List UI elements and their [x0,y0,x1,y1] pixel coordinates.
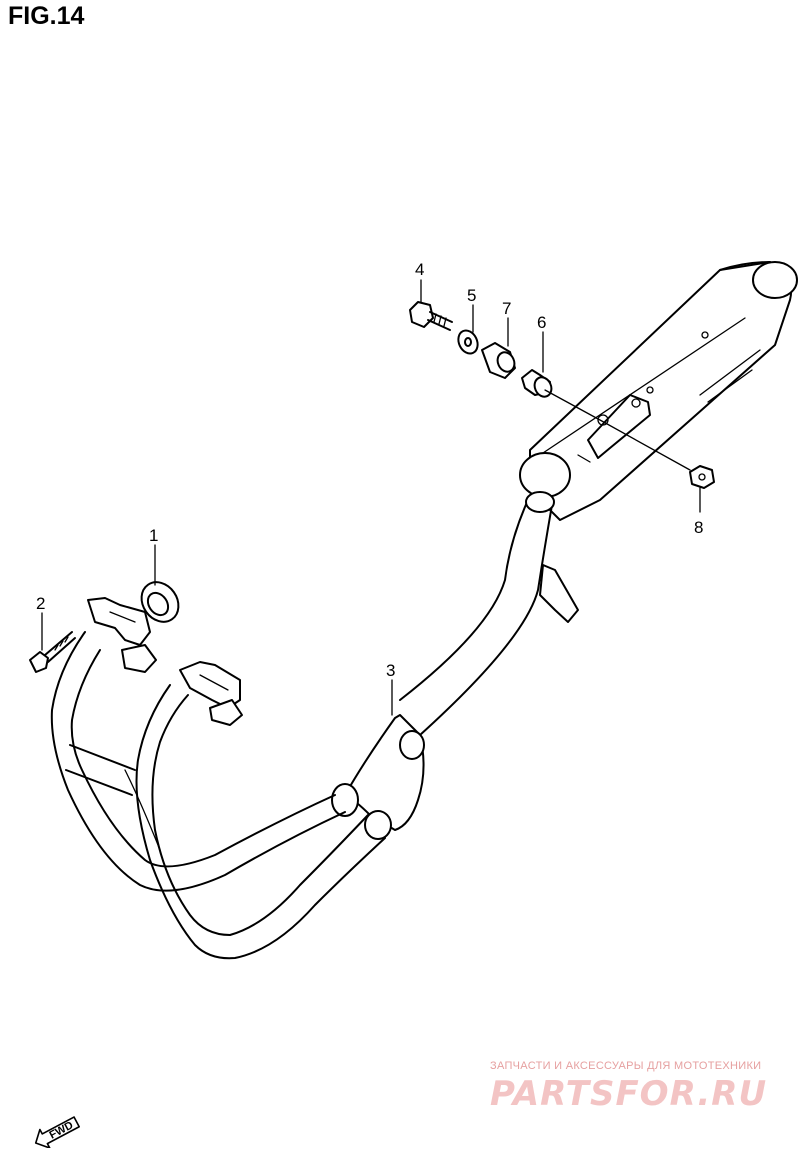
callout-1: 1 [149,526,158,545]
callout-labels: 1 2 3 4 5 7 6 8 [36,260,703,680]
callout-4: 4 [415,260,424,279]
forward-label: FWD [48,1119,76,1141]
exhaust-flange-front [179,661,243,726]
rubber-mount [481,342,516,379]
exhaust-flange-rear [87,597,157,673]
washer [457,329,479,355]
callout-2: 2 [36,594,45,613]
forward-arrow-icon: FWD [34,1116,80,1148]
callout-5: 5 [467,286,476,305]
flange-nut [689,465,715,489]
callout-3: 3 [386,661,395,680]
y-collector [331,714,425,840]
muffler-bolt [409,301,453,331]
forward-direction-badge: FWD [34,1116,80,1148]
callout-7: 7 [502,299,511,318]
leader-lines [41,279,701,716]
callout-6: 6 [537,313,546,332]
watermark-caption: ЗАПЧАСТИ И АКСЕССУАРЫ ДЛЯ МОТОТЕХНИКИ [490,1060,762,1072]
header-pipes [50,631,386,960]
mid-pipe [399,491,579,736]
exhaust-gasket [140,581,180,623]
watermark-logo: PARTSFOR.RU [490,1074,768,1114]
assembly-axis-line [544,389,691,471]
figure-title: FIG.14 [8,2,85,30]
muffler [519,261,798,521]
collar [521,369,553,398]
callout-8: 8 [694,518,703,537]
stud-bolt [29,631,76,673]
